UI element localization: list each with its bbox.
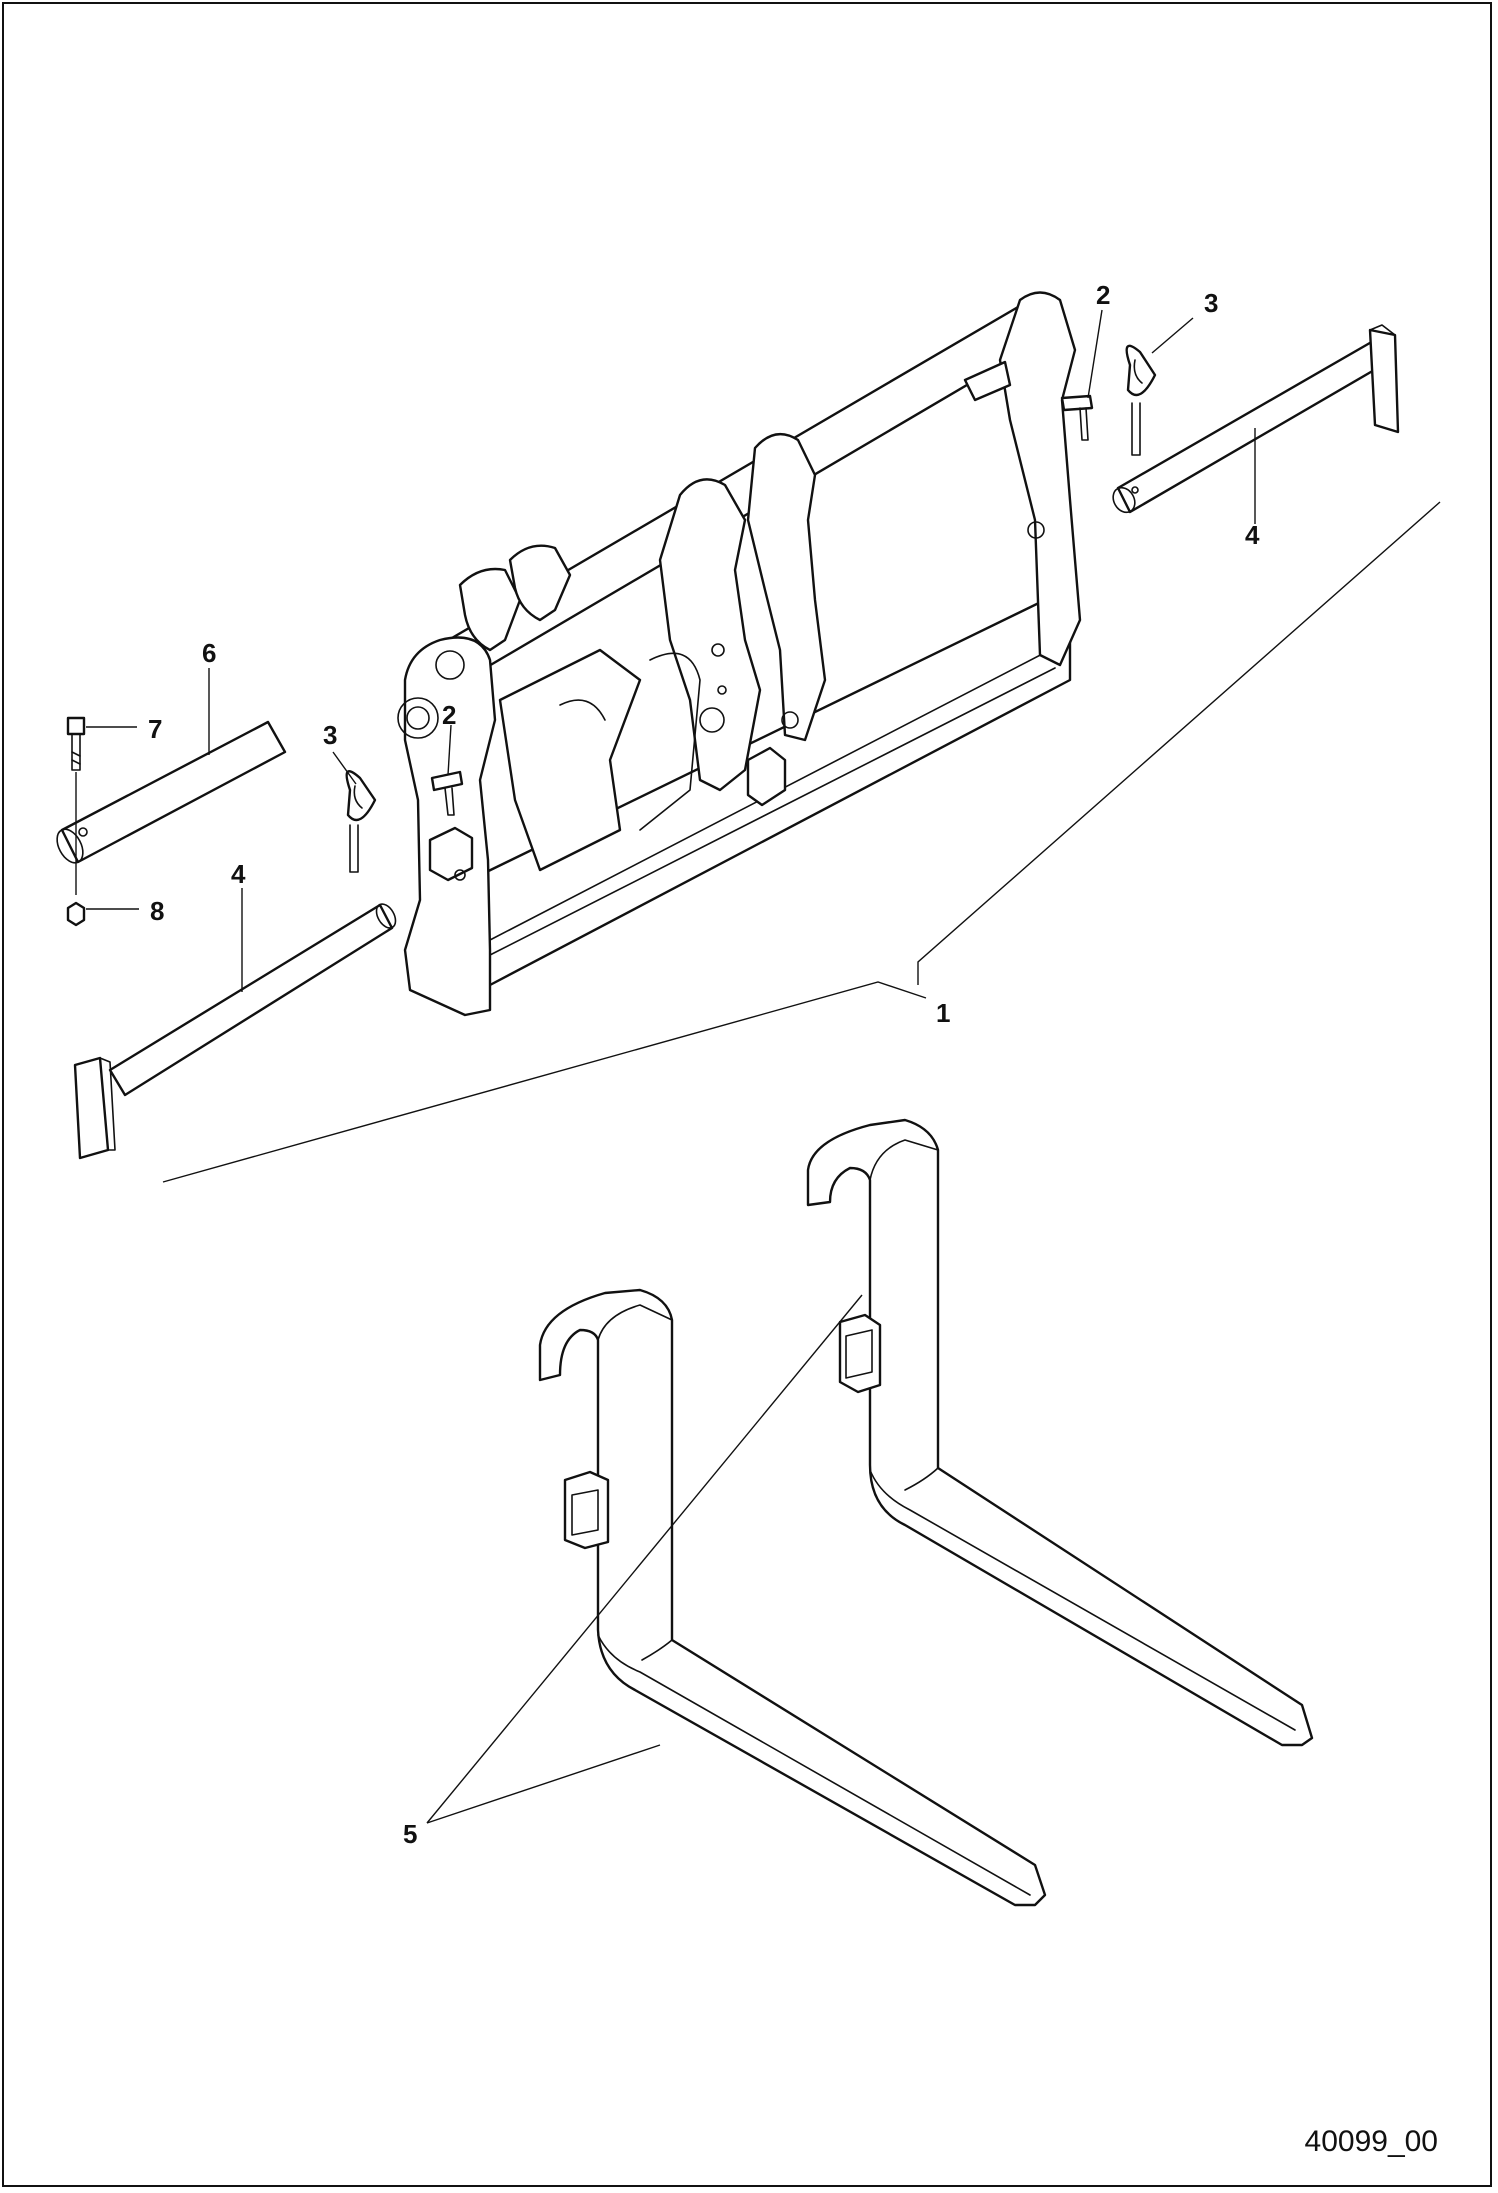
callout-2-left: 2: [442, 700, 456, 730]
callout-6: 6: [202, 638, 216, 668]
ring-pin-left: [345, 770, 377, 873]
callout-labels: 1 2 2 3 3 4 4 5 6 7 8: [148, 280, 1260, 1849]
drawing-number: 40099_00: [1304, 2125, 1438, 2158]
callout-4-right: 4: [1245, 520, 1260, 550]
linch-pin-left: [430, 770, 464, 816]
nut: [66, 901, 86, 927]
linch-pin-right: [1060, 394, 1094, 441]
callout-3-left: 3: [323, 720, 337, 750]
fork-right: [806, 1118, 1314, 1747]
bolt: [66, 716, 86, 895]
callout-5: 5: [403, 1819, 417, 1849]
callout-4-left: 4: [231, 859, 246, 889]
callout-7: 7: [148, 714, 162, 744]
quick-hitch-frame: [397, 291, 1082, 1017]
callout-3-right: 3: [1204, 288, 1218, 318]
callout-1: 1: [936, 998, 950, 1028]
long-pin-left: [73, 903, 397, 1160]
callout-8: 8: [150, 896, 164, 926]
leader-lines: [86, 309, 1441, 1824]
short-pin: [56, 720, 287, 864]
ring-pin-right: [1125, 344, 1157, 456]
callout-2-right: 2: [1096, 280, 1110, 310]
fork-left: [538, 1288, 1047, 1907]
long-pin-right: [1112, 324, 1400, 514]
